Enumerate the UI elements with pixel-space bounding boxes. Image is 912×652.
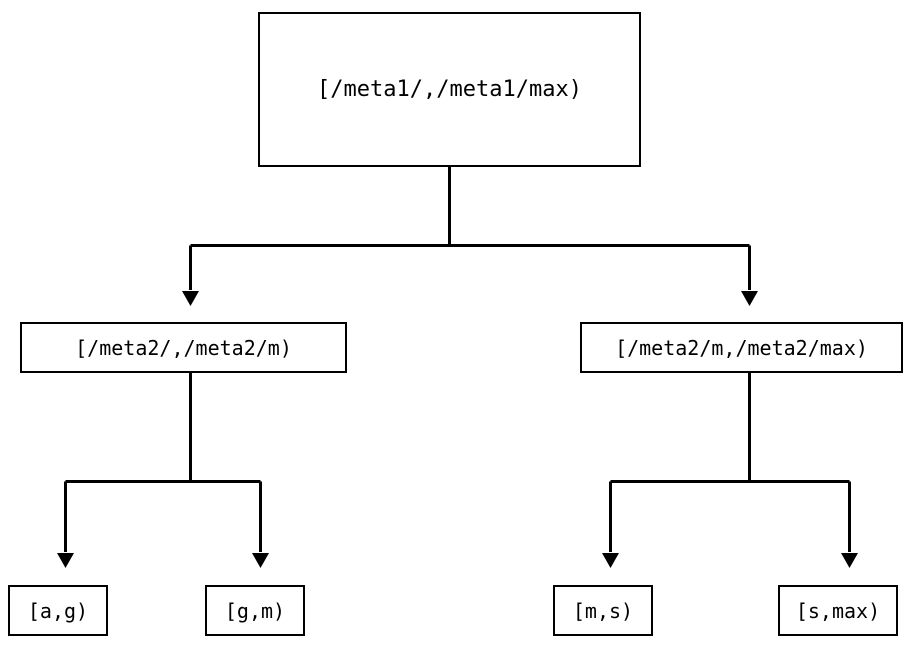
arrowhead-icon — [57, 553, 74, 568]
edge-mid-left-to-leaf-ag — [57, 373, 192, 568]
arrowhead-icon — [841, 553, 858, 568]
node-mid-left-label: [/meta2/,/meta2/m) — [75, 335, 292, 360]
node-mid-left[interactable]: [/meta2/,/meta2/m) — [20, 322, 347, 373]
node-mid-right[interactable]: [/meta2/m,/meta2/max) — [580, 322, 903, 373]
node-leaf-smax[interactable]: [s,max) — [778, 585, 898, 636]
node-leaf-ag[interactable]: [a,g) — [8, 585, 108, 636]
arrowhead-icon — [741, 291, 758, 306]
node-leaf-ag-label: [a,g) — [27, 598, 89, 623]
node-leaf-smax-label: [s,max) — [795, 598, 881, 623]
edge-mid-left-to-leaf-gm — [190, 480, 269, 568]
arrowhead-icon — [252, 553, 269, 568]
arrowhead-icon — [602, 553, 619, 568]
edge-root-to-mid-right — [449, 244, 758, 306]
node-root-label: [/meta1/,/meta1/max) — [317, 77, 582, 102]
edge-root-to-mid-left — [182, 167, 451, 306]
edge-mid-right-to-leaf-smax — [749, 480, 858, 568]
node-leaf-gm[interactable]: [g,m) — [205, 585, 305, 636]
node-root[interactable]: [/meta1/,/meta1/max) — [258, 12, 641, 167]
node-leaf-gm-label: [g,m) — [224, 598, 286, 623]
node-leaf-ms[interactable]: [m,s) — [553, 585, 653, 636]
edge-mid-right-to-leaf-ms — [602, 373, 751, 568]
node-leaf-ms-label: [m,s) — [572, 598, 634, 623]
node-mid-right-label: [/meta2/m,/meta2/max) — [615, 335, 868, 360]
arrowhead-icon — [182, 291, 199, 306]
